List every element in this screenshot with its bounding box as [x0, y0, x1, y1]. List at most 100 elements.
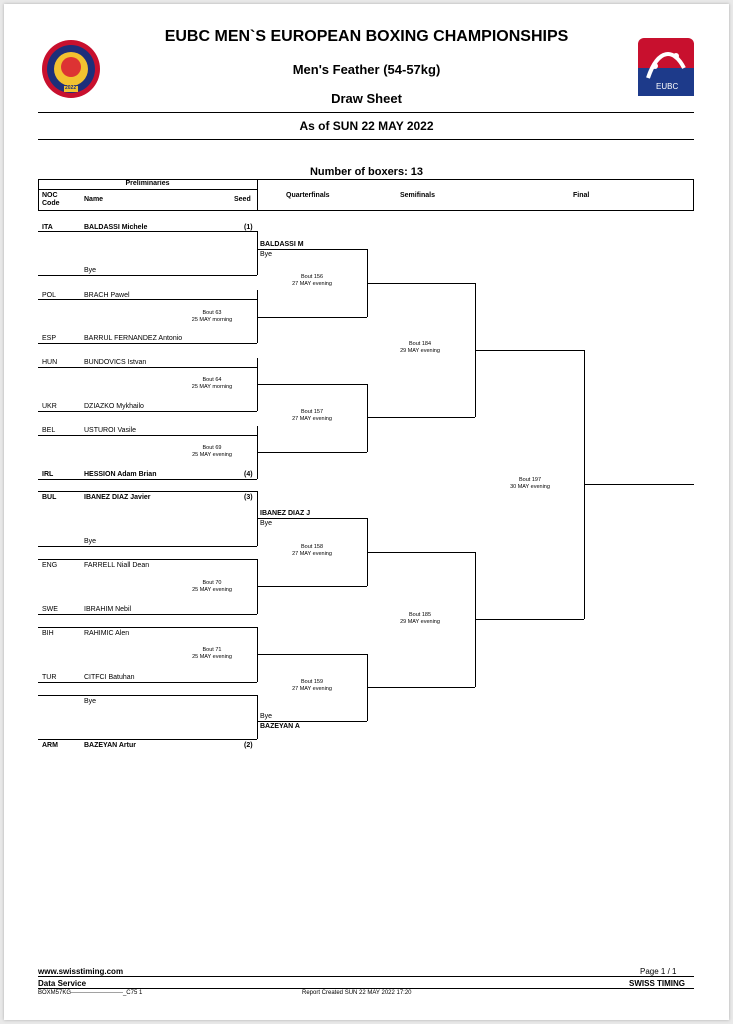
entry-line — [38, 479, 257, 480]
boxer-name: Bye — [84, 267, 97, 274]
championship-emblem-logo: 2022 — [40, 38, 102, 100]
noc-code: BIH — [42, 630, 54, 637]
sf-line — [367, 552, 475, 553]
qf-entry-name: Bye — [260, 713, 273, 720]
boxer-name: RAHIMIC Alen — [84, 630, 130, 637]
championship-title: EUBC MEN`S EUROPEAN BOXING CHAMPIONSHIPS — [164, 28, 569, 45]
weight-class-title: Men's Feather (54-57kg) — [292, 62, 441, 77]
noc-code: ESP — [42, 335, 57, 342]
boxer-name: USTUROI Vasile — [84, 427, 136, 434]
qf-line — [257, 249, 367, 250]
boxer-name: BUNDOVICS Istvan — [84, 359, 147, 366]
entry-line — [38, 231, 257, 232]
seed-value: (3) — [244, 494, 253, 501]
number-of-boxers: Number of boxers: 13 — [309, 166, 424, 178]
emblem-year-text: 2022 — [65, 85, 77, 91]
noc-code: ITA — [42, 224, 53, 231]
noc-code: SWE — [42, 606, 58, 613]
preliminaries-underline — [38, 189, 257, 190]
header-divider-2 — [38, 139, 694, 140]
draw-sheet-title: Draw Sheet — [331, 91, 402, 106]
bracket-line — [367, 384, 368, 452]
qf-line — [257, 721, 367, 722]
final-line — [475, 350, 584, 351]
entry-line — [38, 627, 257, 628]
seed-value: (1) — [244, 224, 253, 231]
qf-entry-name: IBANEZ DIAZ J — [260, 510, 311, 517]
sf-line — [367, 417, 475, 418]
as-of-date: As of SUN 22 MAY 2022 — [299, 119, 434, 133]
qf-entry-name: Bye — [260, 251, 273, 258]
header-col-divider — [257, 179, 258, 211]
noc-code-header: NOC Code — [42, 192, 60, 207]
noc-code: BUL — [42, 494, 57, 501]
sf-line — [367, 687, 475, 688]
entry-line — [38, 367, 257, 368]
noc-code: ENG — [42, 562, 58, 569]
quarterfinals-header: Quarterfinals — [286, 192, 330, 199]
qf-line — [257, 654, 367, 655]
entry-line — [38, 559, 257, 560]
bracket-line — [257, 290, 258, 343]
boxer-name: DZIAZKO Mykhailo — [84, 403, 144, 410]
page-number: Page 1 / 1 — [640, 967, 677, 976]
footer-divider — [38, 976, 694, 977]
noc-code: HUN — [42, 359, 58, 366]
noc-code: IRL — [42, 471, 54, 478]
seed-value: (2) — [244, 742, 253, 749]
boxer-name: FARRELL Niall Dean — [84, 562, 150, 569]
preliminaries-header: Preliminaries — [125, 180, 170, 187]
eubc-logo: EUBC — [638, 38, 694, 96]
website-link[interactable]: www.swisstiming.com — [38, 967, 124, 976]
semifinals-header: Semifinals — [400, 192, 436, 199]
entry-line — [38, 411, 257, 412]
bracket-line — [257, 695, 258, 739]
entry-line — [38, 299, 257, 300]
final-line — [475, 619, 584, 620]
document-code: BOXM57KG--------------------------_C75 1 — [38, 990, 143, 996]
swiss-timing-label: SWISS TIMING — [629, 979, 685, 988]
qf-line — [257, 452, 367, 453]
sf-line — [367, 283, 475, 284]
entry-line — [38, 682, 257, 683]
entry-line — [38, 275, 257, 276]
seed-header: Seed — [234, 196, 251, 203]
data-service-label: Data Service — [38, 979, 87, 988]
seed-value: (4) — [244, 471, 253, 478]
footer-divider-2 — [38, 988, 694, 989]
noc-code: TUR — [42, 674, 57, 681]
qf-line — [257, 317, 367, 318]
champion-line — [584, 484, 694, 485]
boxer-name: CITFCI Batuhan — [84, 674, 135, 681]
boxer-name: IBRAHIM Nebil — [84, 606, 132, 613]
boxer-name: BALDASSI Michele — [84, 224, 148, 231]
boxer-name: IBANEZ DIAZ Javier — [84, 494, 151, 501]
header-divider — [38, 112, 694, 113]
boxer-name: Bye — [84, 698, 97, 705]
table-header-box — [38, 179, 694, 211]
eubc-logo-text: EUBC — [656, 82, 679, 91]
qf-entry-name: BALDASSI M — [260, 241, 304, 248]
entry-line — [38, 614, 257, 615]
boxer-name: BARRUL FERNANDEZ Antonio — [84, 335, 183, 342]
qf-entry-name: BAZEYAN A — [260, 723, 300, 730]
entry-line — [38, 343, 257, 344]
noc-code: ARM — [42, 742, 58, 749]
noc-code: UKR — [42, 403, 57, 410]
qf-entry-name: Bye — [260, 520, 273, 527]
final-header: Final — [573, 192, 590, 199]
boxer-name: BRACH Pawel — [84, 292, 130, 299]
noc-code: BEL — [42, 427, 56, 434]
qf-line — [257, 586, 367, 587]
